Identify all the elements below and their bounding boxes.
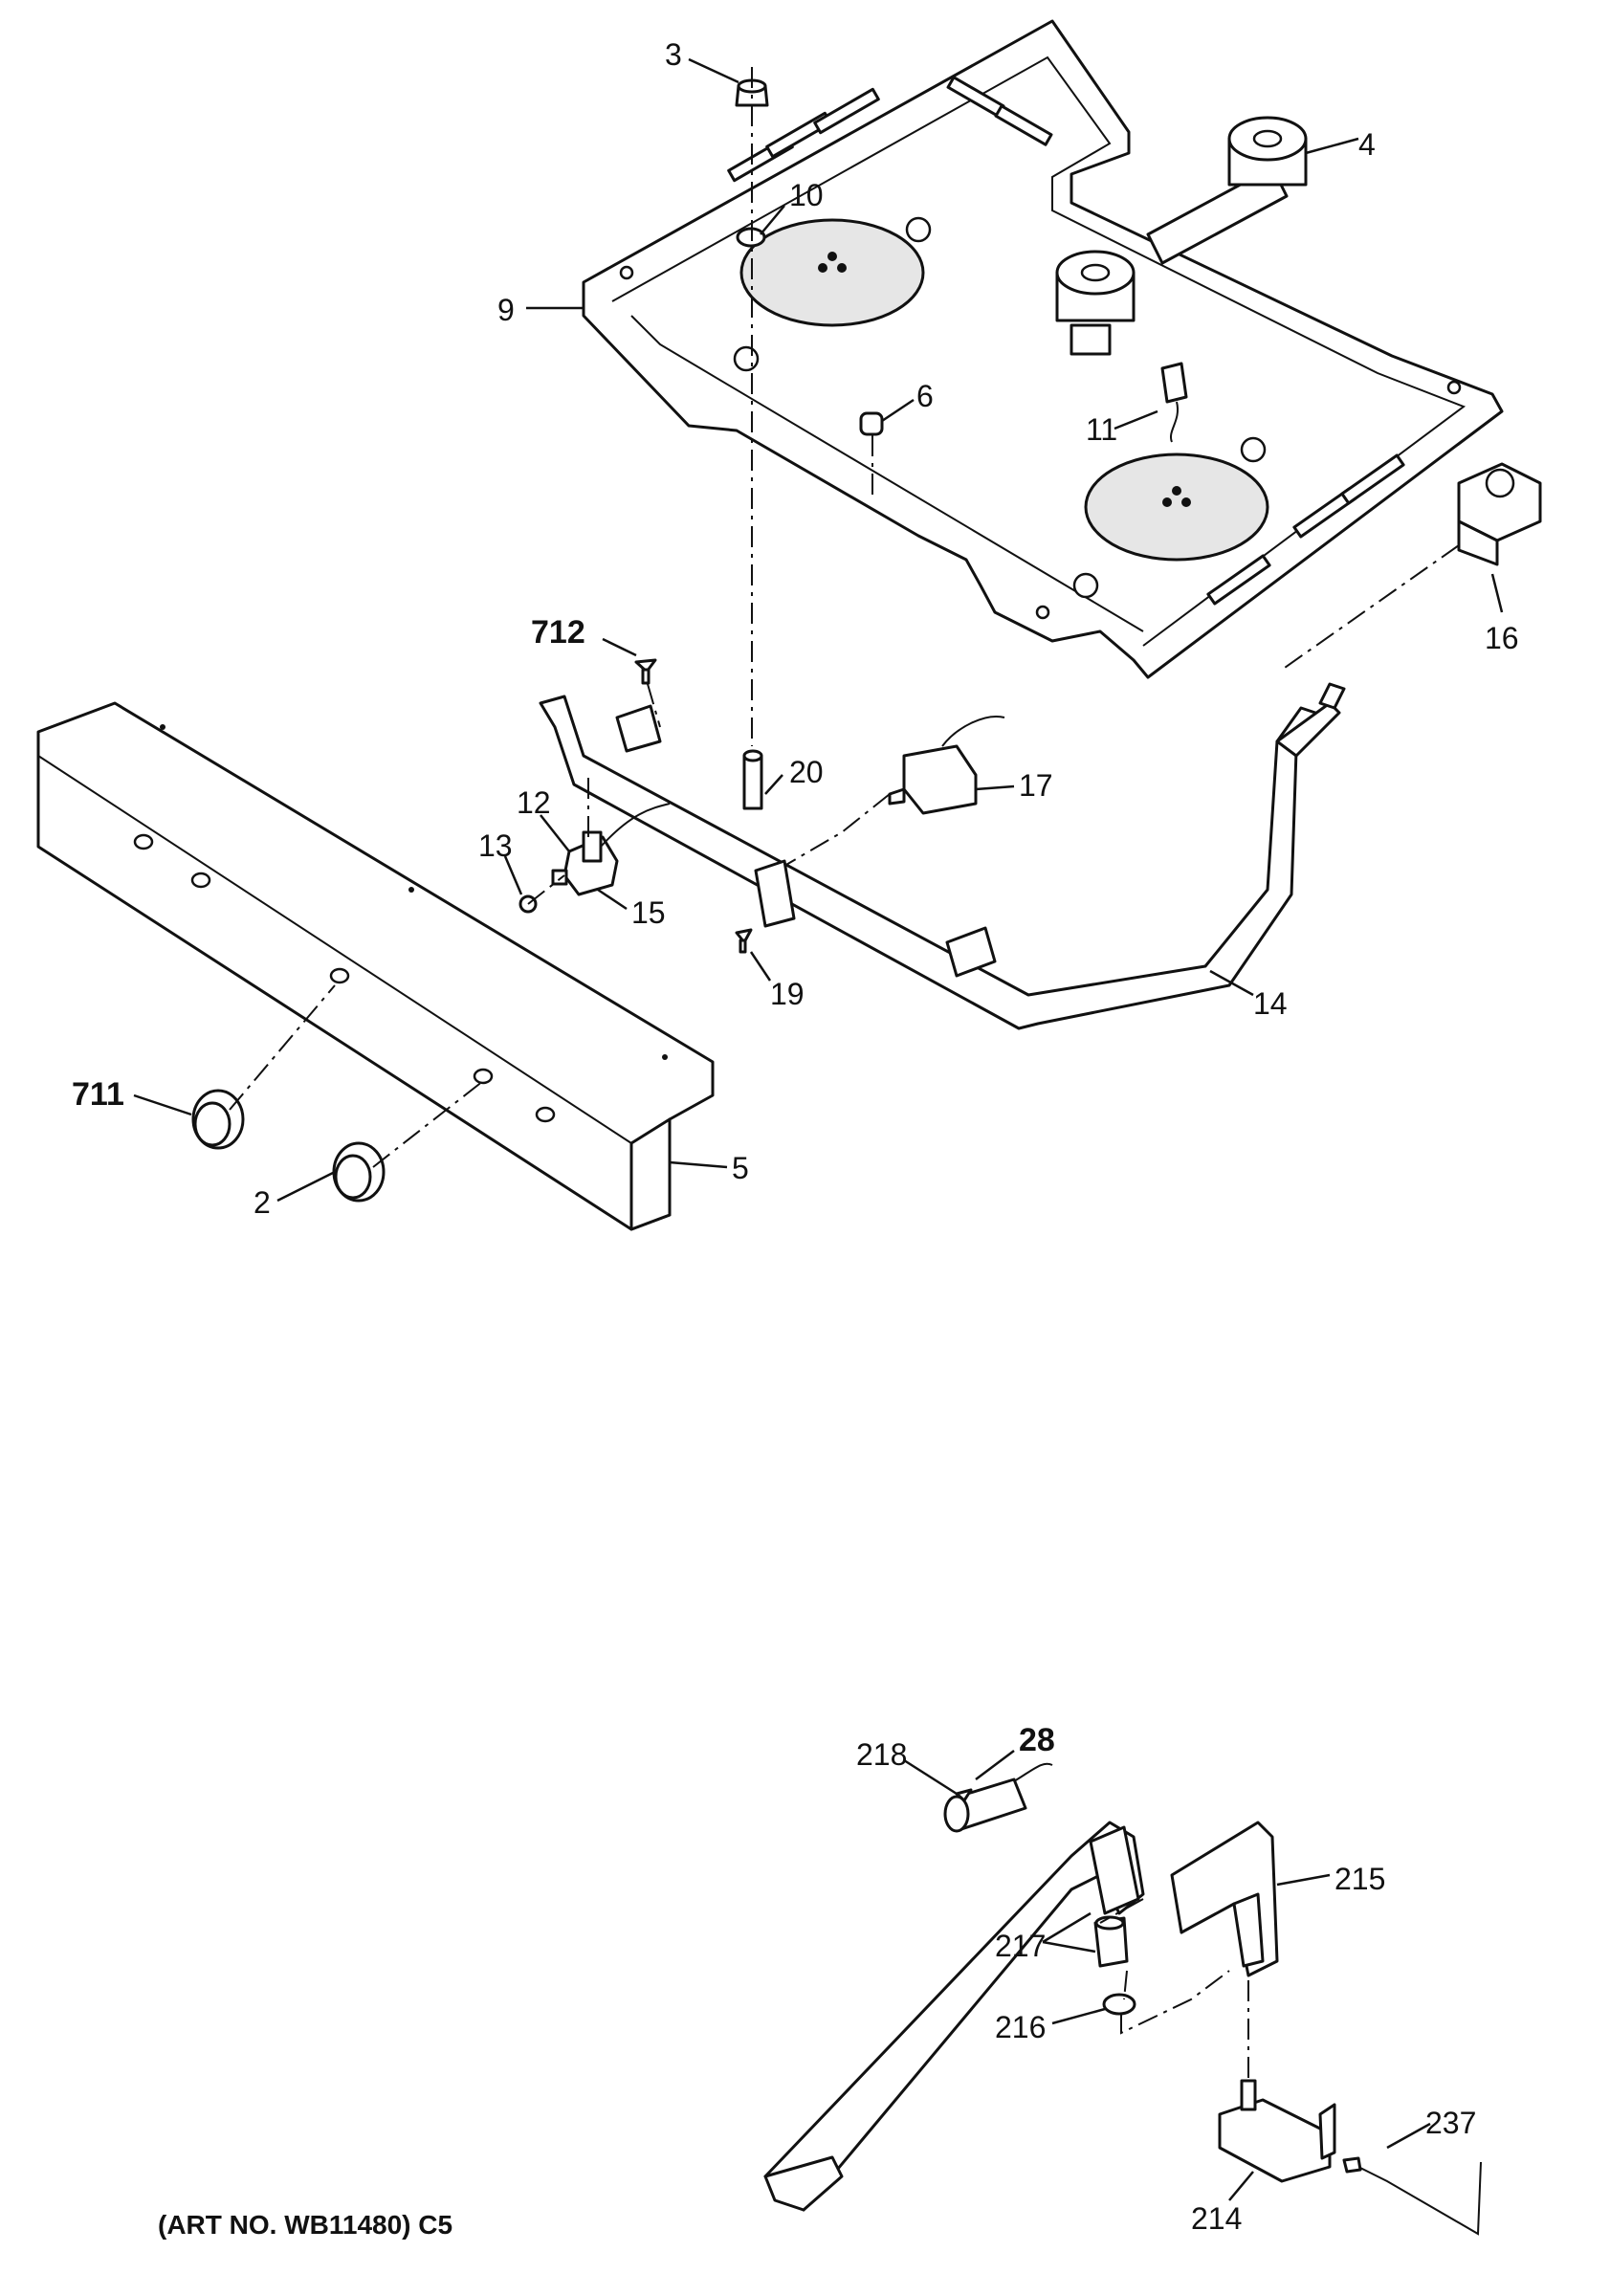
label-13: 13 xyxy=(478,828,513,863)
label-9: 9 xyxy=(497,293,515,327)
knob-711 xyxy=(191,1089,245,1150)
label-214: 214 xyxy=(1191,2201,1242,2236)
art-number-caption: (ART NO. WB11480) C5 xyxy=(158,2210,452,2240)
manifold-14 xyxy=(539,682,1346,1030)
assembly-lines xyxy=(229,67,1460,1168)
part-712-screw xyxy=(634,658,657,685)
burner-bowl-left xyxy=(739,218,925,327)
part-6-plug xyxy=(859,411,884,436)
label-16: 16 xyxy=(1485,621,1519,655)
label-6: 6 xyxy=(916,379,934,413)
burner-box xyxy=(582,19,1504,679)
lower-burner-assembly xyxy=(763,1762,1482,2236)
label-3: 3 xyxy=(665,37,682,72)
lower-assembly-lines xyxy=(1099,1898,1249,2081)
label-12: 12 xyxy=(517,785,551,820)
part-15-valve xyxy=(551,803,671,896)
label-712: 712 xyxy=(531,614,585,651)
label-4: 4 xyxy=(1358,127,1376,162)
label-28: 28 xyxy=(1019,1722,1055,1758)
label-10: 10 xyxy=(789,178,824,212)
label-19: 19 xyxy=(770,977,805,1011)
control-panel-5 xyxy=(36,701,715,1231)
label-11: 11 xyxy=(1086,412,1117,447)
part-19-screw xyxy=(735,928,753,954)
part-20-orifice xyxy=(742,749,763,810)
burner-bowl-right xyxy=(1084,453,1269,562)
part-11-clip xyxy=(1160,362,1188,443)
label-216: 216 xyxy=(995,2010,1046,2044)
label-17: 17 xyxy=(1019,768,1053,803)
part-labels: 3 4 10 9 6 11 16 712 20 17 12 13 15 19 1… xyxy=(72,37,1519,2236)
label-15: 15 xyxy=(631,895,666,930)
label-14: 14 xyxy=(1253,986,1288,1021)
label-237: 237 xyxy=(1425,2106,1476,2140)
part-17-switch xyxy=(888,716,1005,815)
knob-2 xyxy=(332,1141,386,1203)
label-215: 215 xyxy=(1334,1862,1385,1896)
leader-lines xyxy=(133,57,1504,2201)
label-5: 5 xyxy=(732,1151,749,1185)
label-711: 711 xyxy=(72,1076,124,1113)
label-218: 218 xyxy=(856,1737,907,1772)
label-20: 20 xyxy=(789,755,824,789)
burner-assembly-4 xyxy=(1055,116,1308,356)
vent-slots xyxy=(727,76,1405,606)
part-16-regulator xyxy=(1457,462,1542,566)
label-217: 217 xyxy=(995,1929,1046,1963)
label-2: 2 xyxy=(254,1185,271,1220)
